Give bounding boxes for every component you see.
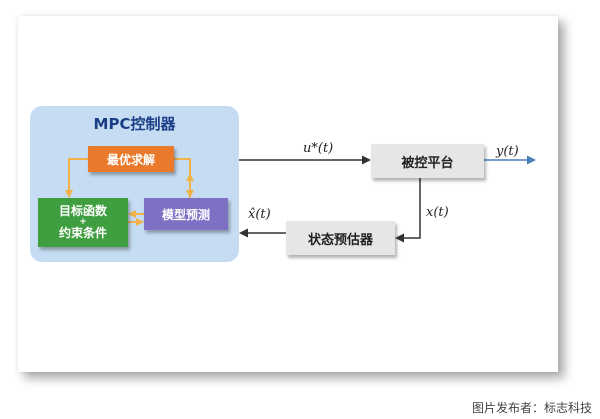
arrow-optimizer-to-objective (65, 158, 88, 198)
constraints-label: 约束条件 (58, 226, 107, 240)
arrow-plant-to-estimator (395, 178, 421, 243)
objective-label: 目标函数 (58, 204, 107, 219)
prediction-model-block: 模型预测 (144, 198, 228, 230)
state-estimator-label: 状态预估器 (307, 232, 373, 248)
publisher-credit: 图片发布者：标志科技 (471, 401, 592, 415)
optimizer-label: 最优求解 (106, 152, 155, 167)
optimizer-block: 最优求解 (88, 146, 174, 172)
state-estimator-block: 状态预估器 (286, 221, 395, 255)
arrow-objective-up-to-optimizer (69, 159, 86, 198)
objective-constraints-block: 目标函数 + 约束条件 (38, 198, 128, 247)
plus-sign: + (79, 217, 87, 227)
state-signal-label: x(t) (426, 205, 449, 220)
arrow-optimizer-to-model (174, 158, 194, 198)
output-signal-label: y(t) (496, 144, 519, 159)
prediction-model-label: 模型预测 (161, 207, 210, 222)
mpc-controller-title: MPC控制器 (93, 115, 176, 133)
estimated-state-signal-label: x̂(t) (248, 207, 271, 222)
controlled-plant-label: 被控平台 (401, 155, 454, 171)
control-input-signal-label: u*(t) (303, 141, 334, 156)
controlled-plant-block: 被控平台 (371, 144, 484, 178)
